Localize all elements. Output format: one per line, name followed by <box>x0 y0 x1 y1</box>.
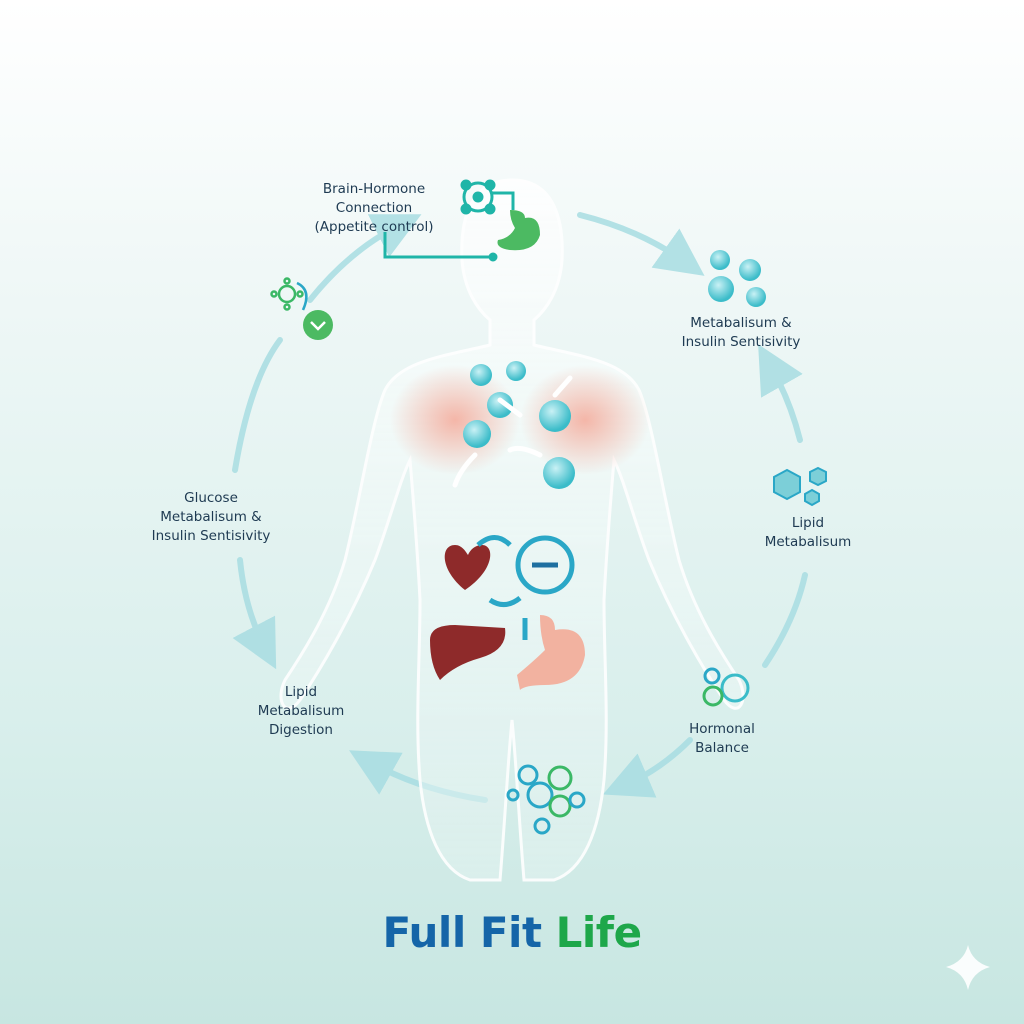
metabolic-cycle-icon <box>476 535 575 640</box>
label-brain-hormone: Brain-Hormone Connection (Appetite contr… <box>314 181 434 235</box>
brand-title-part1: Full Fit <box>382 908 542 957</box>
virus-gut-icon <box>270 277 333 340</box>
stomach-icon <box>517 615 585 690</box>
label-lipid-metabolism: Lipid Metabalisum <box>764 515 852 550</box>
label-lipid-digestion: Lipid Metabalisum Digestion <box>257 684 345 738</box>
brain-stomach-icon <box>497 210 540 251</box>
hormone-network-icon <box>383 179 515 262</box>
human-body <box>279 178 745 882</box>
chest-molecules-icon <box>452 361 575 489</box>
label-hormonal-balance: Hormonal Balance <box>689 721 755 756</box>
metabolism-bubbles-icon <box>708 250 766 307</box>
brand-title: Full Fit Life <box>382 908 642 957</box>
brand-title-part2: Life <box>555 908 642 957</box>
label-glucose-metabolism: Glucose Metabalisum & Insulin Sentisivit… <box>151 490 271 544</box>
sparkle-icon <box>946 945 990 990</box>
label-metabolism-insulin: Metabalisum & Insulin Sentisivity <box>681 315 801 350</box>
heart-icon <box>444 545 491 590</box>
digestion-rings-icon <box>506 764 586 835</box>
hormone-rings-icon <box>702 667 750 707</box>
liver-icon <box>430 625 506 680</box>
lipid-hexagon-icon <box>773 466 827 507</box>
